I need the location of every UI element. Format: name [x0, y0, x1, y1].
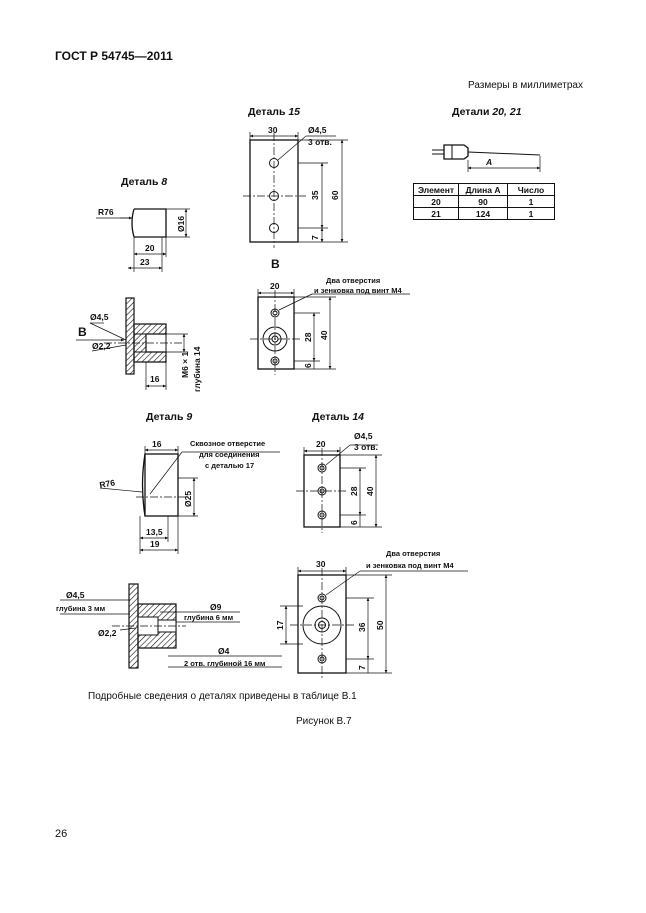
dim-d9-l1: 13,5 [146, 527, 163, 537]
document-id: ГОСТ Р 54745—2011 [55, 49, 173, 63]
dim-d9-width: 16 [152, 439, 162, 449]
table-cell: 21 [413, 207, 459, 220]
dim-d15-hole-count: 3 отв. [308, 137, 332, 147]
dim-d9-through1: Сквозное отверстие [190, 439, 265, 448]
detail-9-section [60, 583, 282, 669]
dim-d8s-dia2: Ø2,2 [92, 341, 111, 351]
view-b-arrow-label: B [78, 325, 87, 339]
dim-d9-through3: с деталью 17 [205, 461, 254, 470]
dim-d8b-holes2: и зенковка под винт M4 [314, 286, 402, 295]
caption-details-20-21: Детали 20, 21 [452, 106, 522, 118]
dim-d9s-dia2: Ø2,2 [98, 628, 117, 638]
detail-8-view-b [250, 289, 410, 375]
table-row: 21 124 1 [413, 207, 555, 220]
dim-d8b-holes: Два отверстия [326, 276, 380, 285]
dim-d9-radius: R76 [99, 477, 116, 490]
table-header-row: Элемент Длина A Число [413, 183, 555, 196]
caption-detail-14: Деталь 14 [312, 411, 365, 423]
detail-8-drawing [96, 208, 190, 272]
dim-d9-l2: 19 [150, 539, 160, 549]
caption-detail-8: Деталь 8 [121, 176, 168, 188]
dim-d9s-depth3: глубина 6 мм [184, 613, 234, 622]
figure-caption: Рисунок В.7 [296, 716, 352, 727]
dim-d14-h-bot: 6 [349, 520, 359, 525]
dim-d8-dia: Ø16 [176, 216, 186, 232]
dim-d9b-h-total: 50 [375, 620, 385, 630]
detail-9-drawing [99, 446, 280, 554]
caption-detail-9: Деталь 9 [146, 411, 193, 423]
dim-d9s-depth4: 2 отв. глубиной 16 мм [184, 659, 266, 668]
dim-d8s-depth: глубина 14 [192, 346, 202, 392]
detail-8-section [76, 297, 188, 390]
dim-d9s-depth1: глубина 3 мм [56, 604, 106, 613]
detail-9-view [280, 567, 468, 680]
dim-d9b-holes2: и зенковка под винт M4 [366, 561, 454, 570]
dim-d8b-h-bot: 6 [303, 363, 313, 368]
dim-d9-dia: Ø25 [183, 491, 193, 507]
units-note: Размеры в миллиметрах [468, 80, 583, 91]
dim-d9b-h-left: 17 [275, 620, 285, 630]
detail-15-drawing [243, 132, 348, 248]
dim-d14-width: 20 [316, 439, 326, 449]
dim-d9s-dia3: Ø9 [210, 602, 222, 612]
page-number: 26 [55, 828, 68, 840]
dim-d8b-h-total: 40 [319, 330, 329, 340]
dim-d15-h-total: 60 [330, 190, 340, 200]
dim-d9b-width: 30 [316, 559, 326, 569]
detail-14-drawing [296, 444, 382, 533]
dim-d15-hole: Ø4,5 [308, 125, 327, 135]
dim-d8-l1: 20 [145, 243, 155, 253]
dim-d8-l2: 23 [140, 257, 150, 267]
caption-detail-15: Деталь 15 [248, 106, 301, 118]
spec-table: Элемент Длина A Число 20 90 1 21 124 1 [413, 183, 555, 220]
dim-d9s-dia4: Ø4 [218, 646, 230, 656]
dim-d15-h-bot: 7 [310, 235, 320, 240]
dim-d14-hole-count: 3 отв. [354, 442, 378, 452]
dim-d14-hole: Ø4,5 [354, 431, 373, 441]
table-cell: 1 [507, 207, 555, 220]
dim-d15-width: 30 [268, 125, 278, 135]
view-b-label: B [271, 257, 280, 271]
detail-20-21-drawing [432, 144, 541, 172]
dim-d8s-len: 16 [150, 374, 160, 384]
dim-d9b-h-mid: 36 [357, 622, 367, 632]
footer-note: Подробные сведения о деталях приведены в… [88, 691, 357, 702]
dim-d8b-width: 20 [270, 281, 280, 291]
dim-d20-a: A [485, 157, 492, 167]
dim-d9b-h-bot: 7 [357, 665, 367, 670]
dim-d15-h-mid: 35 [310, 190, 320, 200]
dim-d14-h-mid: 28 [349, 486, 359, 496]
dim-d9-through2: для соединения [199, 450, 260, 459]
dim-d8-radius: R76 [98, 207, 114, 217]
dim-d8s-thread: M6 × 1 [180, 352, 190, 378]
dim-d9s-dia1: Ø4,5 [66, 590, 85, 600]
dim-d9b-holes: Два отверстия [386, 549, 440, 558]
dim-d14-h-total: 40 [365, 486, 375, 496]
dim-d8s-dia1: Ø4,5 [90, 312, 109, 322]
dim-d8b-h-mid: 28 [303, 332, 313, 342]
